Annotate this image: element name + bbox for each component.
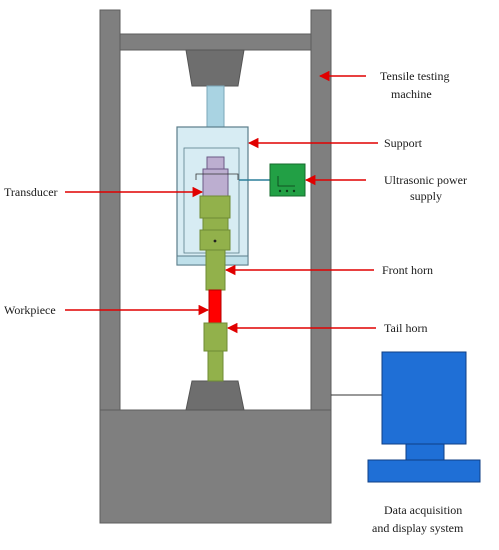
label-tail-horn: Tail horn: [384, 321, 427, 335]
booster-middle: [202, 217, 229, 231]
transducer-body: [202, 168, 229, 197]
frame-right-column: [310, 9, 332, 411]
label-daq-line1: Data acquisition: [384, 503, 462, 517]
ultrasonic-power-supply: [239, 163, 306, 197]
label-front-horn: Front horn: [382, 263, 433, 277]
label-tensile-testing-line2: machine: [391, 87, 432, 101]
tail-horn-body: [203, 322, 228, 352]
daq-stand-neck: [405, 443, 445, 461]
power-supply-display: [277, 176, 295, 187]
daq-monitor: [381, 351, 467, 445]
booster-marker-dot: [213, 239, 217, 243]
connecting-rod: [206, 85, 225, 128]
frame-left-column: [99, 9, 121, 411]
frame-top-crossbeam: [119, 33, 312, 51]
labels: Tensile testing machine Support Ultrason…: [4, 69, 467, 535]
lower-grip: [185, 380, 245, 411]
label-support: Support: [384, 136, 423, 150]
label-transducer: Transducer: [4, 185, 58, 199]
upper-grip: [185, 49, 245, 87]
workpiece-body: [208, 289, 222, 324]
tail-horn-shaft: [207, 350, 224, 382]
transducer-cable: [195, 173, 239, 180]
frame-base: [99, 409, 332, 524]
booster-upper: [199, 195, 231, 219]
annotation-arrows: [65, 70, 378, 334]
power-supply-knob-2: [285, 189, 289, 193]
daq-stand-base: [367, 459, 481, 483]
front-horn-body: [205, 249, 226, 291]
horn-stack: [199, 195, 231, 382]
power-supply-knob-1: [278, 189, 282, 193]
transducer-cap: [206, 156, 225, 170]
label-tensile-testing-line1: Tensile testing: [380, 69, 449, 83]
transducer: [195, 156, 239, 197]
label-ultrasonic-line2: supply: [410, 189, 442, 203]
data-acquisition-system: [331, 351, 481, 483]
tensile-testing-machine-frame: [99, 9, 332, 524]
label-daq-line2: and display system: [372, 521, 464, 535]
label-ultrasonic-line1: Ultrasonic power: [384, 173, 467, 187]
power-supply-knob-3: [292, 189, 296, 193]
label-workpiece: Workpiece: [4, 303, 56, 317]
